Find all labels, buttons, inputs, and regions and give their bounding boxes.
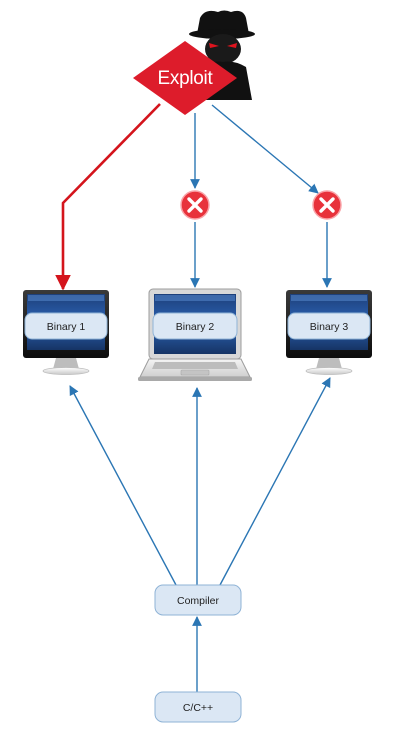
build-arrows [69,377,331,692]
binary-3-label-box [287,312,371,340]
arrow-compiler-to-binary-1 [69,385,177,586]
binary-1-label: Binary 1 [47,321,86,333]
compiler-node: Compiler [154,584,242,616]
arrow-exploit-to-blocked-3 [211,104,319,194]
compiler-box [154,584,242,616]
arrow-exploit-to-binary-1 [55,103,161,291]
exploit-node: Exploit [133,41,237,115]
binary-1-monitor: Binary 1 [23,290,109,375]
exploit-diamond [133,41,237,115]
arrow-compiler-to-binary-3 [219,377,331,586]
source-label: C/C++ [183,702,213,714]
binary-3-label: Binary 3 [310,321,349,333]
exploit-arrows [55,103,332,291]
binary-1-label-box [24,312,108,340]
blocked-icon-2 [180,190,210,220]
compiler-label: Compiler [177,595,220,607]
binary-2-label: Binary 2 [176,321,215,333]
binary-2-label-box [152,312,238,340]
binary-3-monitor: Binary 3 [286,290,372,375]
exploit-label: Exploit [158,68,214,89]
source-node: C/C++ [154,691,242,723]
blocked-icon-3 [312,190,342,220]
source-box [154,691,242,723]
binary-2-laptop: Binary 2 [138,288,252,381]
